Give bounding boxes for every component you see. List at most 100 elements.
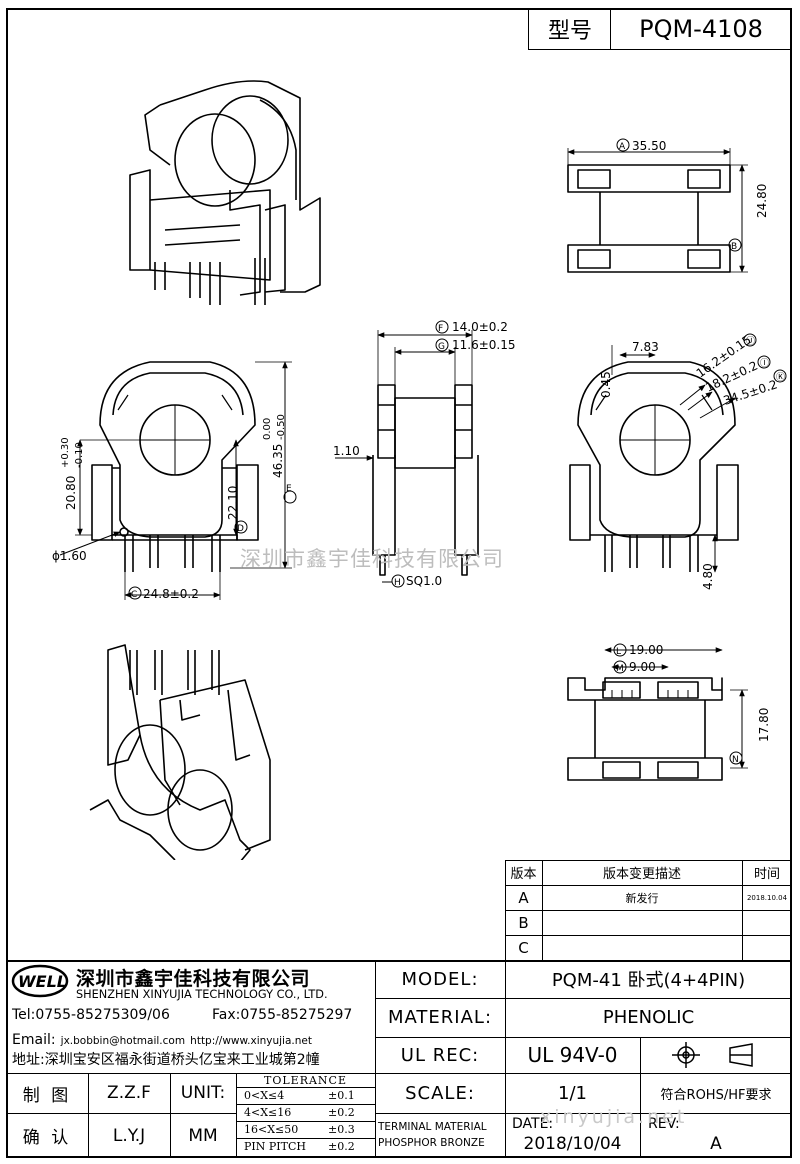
dim-160-text: ϕ1.60 <box>52 549 87 563</box>
circle-l-letter: L <box>616 647 621 657</box>
dim-4635-tol-dn: -0.50 <box>276 414 287 440</box>
tol-value-4: ±0.2 <box>328 1140 355 1153</box>
watermark: 深圳市鑫宇佳科技有限公司 <box>240 547 504 571</box>
dim-045-text: 0.45 <box>599 371 613 398</box>
company-name-cn: 深圳市鑫宇佳科技有限公司 <box>76 968 311 990</box>
tolerance-title: TOLERANCE <box>264 1073 347 1087</box>
scale-label: SCALE: <box>405 1082 475 1104</box>
model-value: PQM-41 卧式(4+4PIN) <box>551 970 746 991</box>
tol-range-4: PIN PITCH <box>244 1140 306 1153</box>
circle-a-letter: A <box>619 142 626 152</box>
dim-480-text: 4.80 <box>701 563 715 590</box>
dim-b-text: 24.80 <box>755 184 769 218</box>
circle-m-letter: M <box>616 664 624 674</box>
circle-d-letter: D <box>237 524 244 534</box>
date-label: DATE: <box>512 1116 554 1132</box>
dim-n-text: 17.80 <box>757 708 771 742</box>
projection-symbol <box>672 1042 762 1072</box>
terminal-material-1: TERMINAL MATERIAL <box>378 1121 487 1133</box>
dim-2080-text: 20.80 <box>64 476 78 510</box>
model-label: MODEL: <box>401 968 479 990</box>
side-view-middle <box>372 384 479 576</box>
company-address: 地址:深圳宝安区福永街道桥头亿宝来工业城第2幢 <box>12 1052 320 1068</box>
confirm-label: 确 认 <box>22 1128 72 1148</box>
dim-110-text: 1.10 <box>333 444 360 458</box>
date-value: 2018/10/04 <box>523 1134 622 1154</box>
dim-g-text: 11.6±0.15 <box>452 338 516 352</box>
terminal-material-2: PHOSPHOR BRONZE <box>378 1137 485 1149</box>
rev-header-version: 版本 <box>510 867 537 882</box>
circle-e-letter: E <box>286 484 292 494</box>
rev-header-desc: 版本变更描述 <box>602 867 681 882</box>
material-label: MATERIAL: <box>387 1007 493 1028</box>
dim-l-text: 19.00 <box>629 643 663 657</box>
dim-2080-tol-up: +0.30 <box>60 437 71 468</box>
circle-b-letter: B <box>731 242 737 252</box>
rev-value: A <box>710 1134 722 1154</box>
tol-range-1: 0<X≤4 <box>244 1089 285 1102</box>
tol-value-1: ±0.1 <box>328 1089 355 1102</box>
front-view-right <box>569 361 739 572</box>
circle-j-letter: Ⓙ <box>746 336 755 347</box>
sheet-border <box>6 8 792 1158</box>
circle-k-letter: Ⓚ <box>776 372 785 383</box>
circle-h-letter: H <box>394 578 401 588</box>
header-model-label: 型号 <box>547 19 592 44</box>
confirm-value: L.Y.J <box>112 1125 146 1146</box>
draw-value: Z.Z.F <box>107 1083 151 1103</box>
iso-view-bottom <box>89 644 271 860</box>
front-view-left <box>91 361 259 572</box>
company-email-label: Email: <box>12 1032 56 1048</box>
header-model-value: PQM-4108 <box>639 15 763 43</box>
rev-row-a-version: A <box>518 888 529 907</box>
ulrec-value: UL 94V-0 <box>527 1043 618 1067</box>
dim-4635-text: 46.35 <box>271 444 285 478</box>
material-value: PHENOLIC <box>602 1007 695 1028</box>
circle-f-letter: F <box>438 324 443 334</box>
technical-drawing: A 35.50 B 24.80 F 14.0±0.2 G 11.6±0.15 1… <box>52 80 787 860</box>
bottom-view-right <box>567 677 723 781</box>
watermark-bottom: xinyujia.net <box>540 1106 688 1128</box>
dim-248-text: 24.8±0.2 <box>143 587 199 601</box>
rev-row-b-version: B <box>518 913 529 932</box>
ulrec-label: UL REC: <box>400 1044 480 1066</box>
unit-label: UNIT: <box>180 1083 226 1103</box>
logo-text: WELL <box>18 972 67 991</box>
company-email-line: Email: jx.bobbin@hotmail.com http://www.… <box>12 1029 312 1048</box>
scale-value: 1/1 <box>558 1082 587 1104</box>
company-name-en: SHENZHEN XINYUJIA TECHNOLOGY CO., LTD. <box>76 988 328 1001</box>
dim-f-text: 14.0±0.2 <box>452 320 508 334</box>
tol-range-2: 4<X≤16 <box>244 1106 292 1119</box>
tol-value-3: ±0.3 <box>328 1123 355 1136</box>
dim-2080-tol-dn: -0.10 <box>74 442 85 468</box>
rev-header-date: 时间 <box>753 867 780 882</box>
company-web: http://www.xinyujia.net <box>190 1035 312 1047</box>
tol-value-2: ±0.2 <box>328 1106 355 1119</box>
company-email: jx.bobbin@hotmail.com <box>60 1035 186 1047</box>
dim-783-text: 7.83 <box>632 340 659 354</box>
circle-i-letter: Ⓘ <box>760 358 769 369</box>
header-model-box <box>528 8 792 50</box>
logo-mark: WELL <box>11 964 69 998</box>
unit-value: MM <box>188 1125 218 1146</box>
rohs-note: 符合ROHS/HF要求 <box>660 1087 772 1103</box>
rev-row-a-desc: 新发行 <box>625 891 659 905</box>
rev-label: REV: <box>648 1116 680 1132</box>
tol-range-3: 16<X≤50 <box>244 1123 299 1136</box>
dim-sq-text: SQ1.0 <box>406 574 442 588</box>
iso-view-top <box>129 80 321 305</box>
top-view-right <box>567 164 731 273</box>
rev-row-c-version: C <box>518 938 529 957</box>
dim-4635-tol-up: 0.00 <box>262 418 273 440</box>
circle-g-letter: G <box>438 342 445 352</box>
dim-2210-text: 22.10 <box>226 486 240 520</box>
dim-m-text: 9.00 <box>629 660 656 674</box>
cone-icon <box>729 1043 753 1067</box>
company-fax: Fax:0755-85275297 <box>212 1007 353 1023</box>
draw-label: 制 图 <box>22 1085 72 1106</box>
circle-n-letter: N <box>732 755 739 765</box>
company-tel: Tel:0755-85275309/06 <box>12 1007 170 1023</box>
dim-a-text: 35.50 <box>632 139 666 153</box>
rev-row-a-date: 2018.10.04 <box>746 893 788 902</box>
circle-c-letter: C <box>131 590 137 600</box>
